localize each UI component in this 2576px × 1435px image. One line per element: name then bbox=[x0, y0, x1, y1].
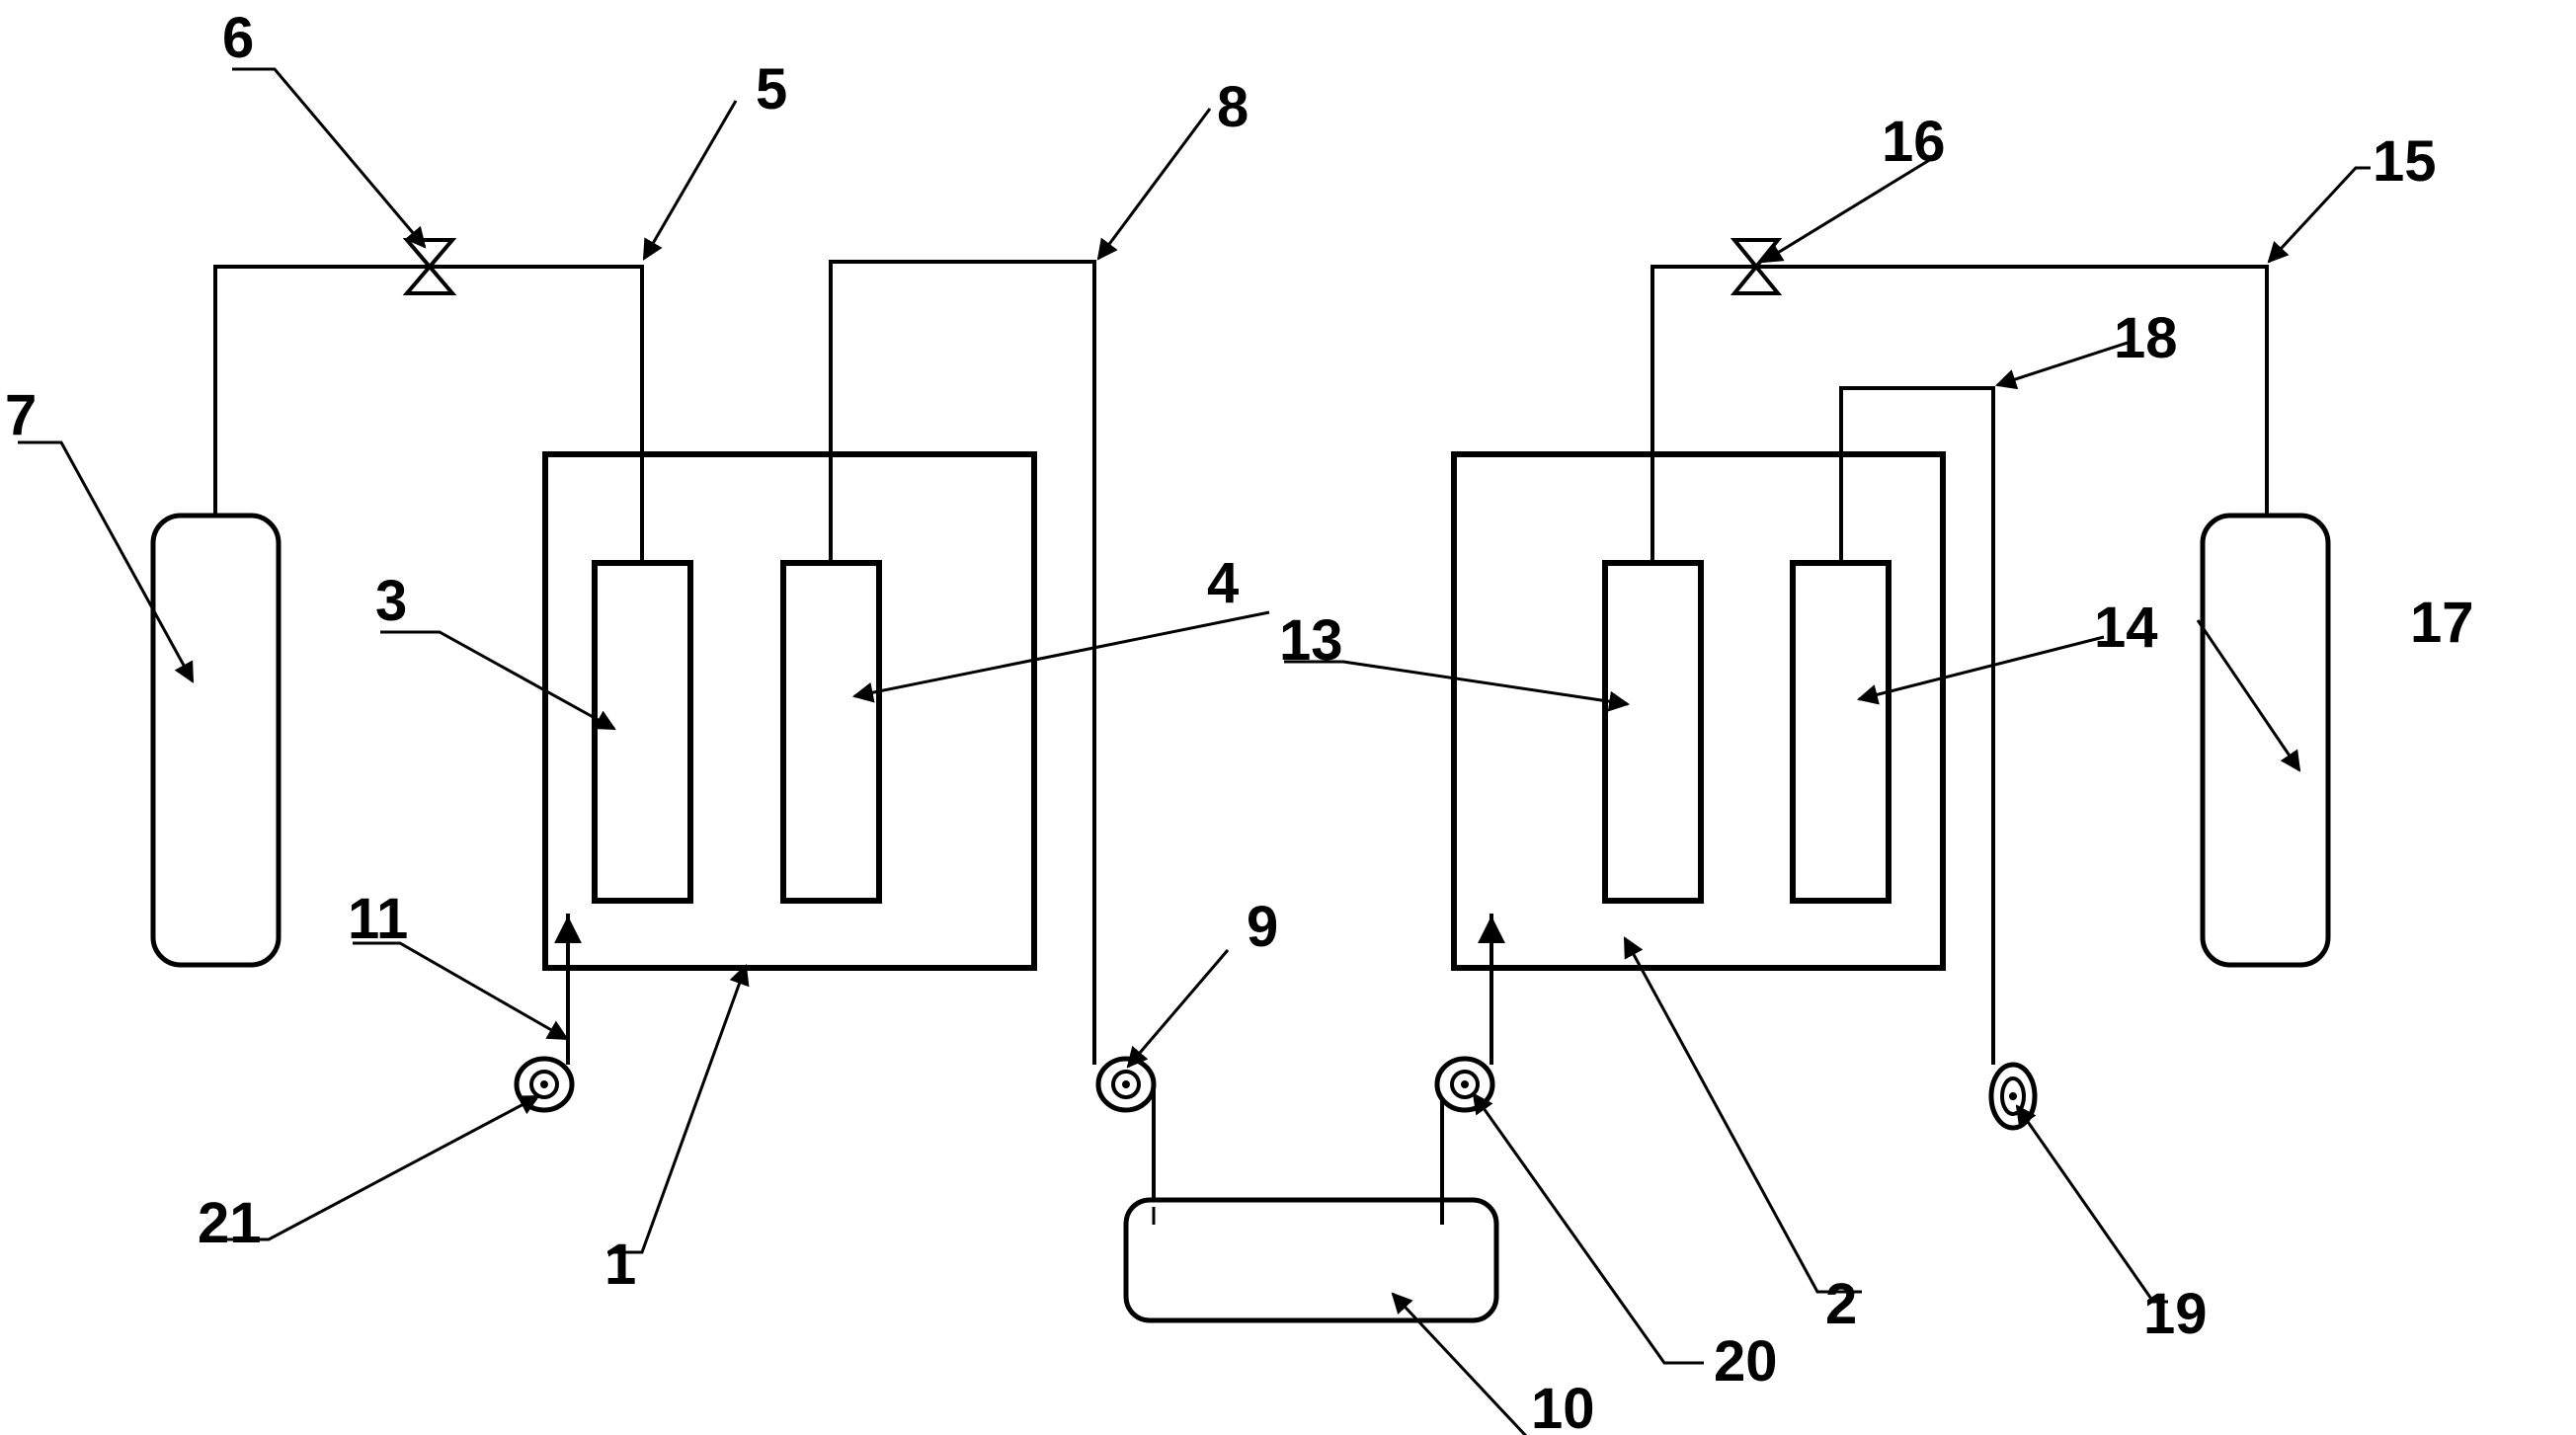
pipe-electrode4-to-pump9 bbox=[829, 260, 1096, 1065]
electrode-4 bbox=[780, 560, 882, 904]
label-13: 13 bbox=[1279, 608, 1343, 673]
label-3: 3 bbox=[375, 569, 407, 633]
cell-2 bbox=[1451, 451, 1946, 971]
label-14: 14 bbox=[2094, 596, 2158, 660]
label-11: 11 bbox=[348, 887, 408, 951]
label-9: 9 bbox=[1247, 895, 1278, 959]
pipe-electrode14-to-pump19 bbox=[1839, 386, 1995, 1065]
gas-cylinder-17 bbox=[2200, 513, 2331, 968]
leader-lines bbox=[18, 67, 2371, 1435]
tank-10 bbox=[1123, 1197, 1499, 1323]
label-10: 10 bbox=[1531, 1377, 1595, 1435]
electrode-3 bbox=[592, 560, 693, 904]
label-21: 21 bbox=[198, 1191, 262, 1255]
pump-19[interactable] bbox=[1988, 1062, 2038, 1131]
label-2: 2 bbox=[1825, 1272, 1857, 1336]
pump-9[interactable] bbox=[1095, 1056, 1157, 1113]
label-18: 18 bbox=[2114, 306, 2178, 370]
pipe-cylinder7 bbox=[213, 265, 644, 563]
label-17: 17 bbox=[2410, 591, 2474, 655]
label-1: 1 bbox=[604, 1233, 636, 1297]
label-5: 5 bbox=[756, 57, 787, 121]
pump-20[interactable] bbox=[1434, 1056, 1495, 1113]
electrode-14 bbox=[1790, 560, 1892, 904]
label-4: 4 bbox=[1207, 551, 1239, 615]
label-16: 16 bbox=[1882, 110, 1946, 174]
label-15: 15 bbox=[2373, 129, 2437, 194]
pipe-cylinder17 bbox=[1650, 265, 2269, 563]
label-6: 6 bbox=[222, 6, 254, 70]
label-20: 20 bbox=[1714, 1329, 1778, 1394]
valve-6[interactable] bbox=[402, 238, 457, 295]
electrode-13 bbox=[1602, 560, 1704, 904]
label-8: 8 bbox=[1217, 75, 1248, 139]
label-19: 19 bbox=[2143, 1282, 2208, 1346]
cell-1 bbox=[542, 451, 1037, 971]
label-7: 7 bbox=[5, 383, 37, 447]
gas-cylinder-7 bbox=[150, 513, 282, 968]
